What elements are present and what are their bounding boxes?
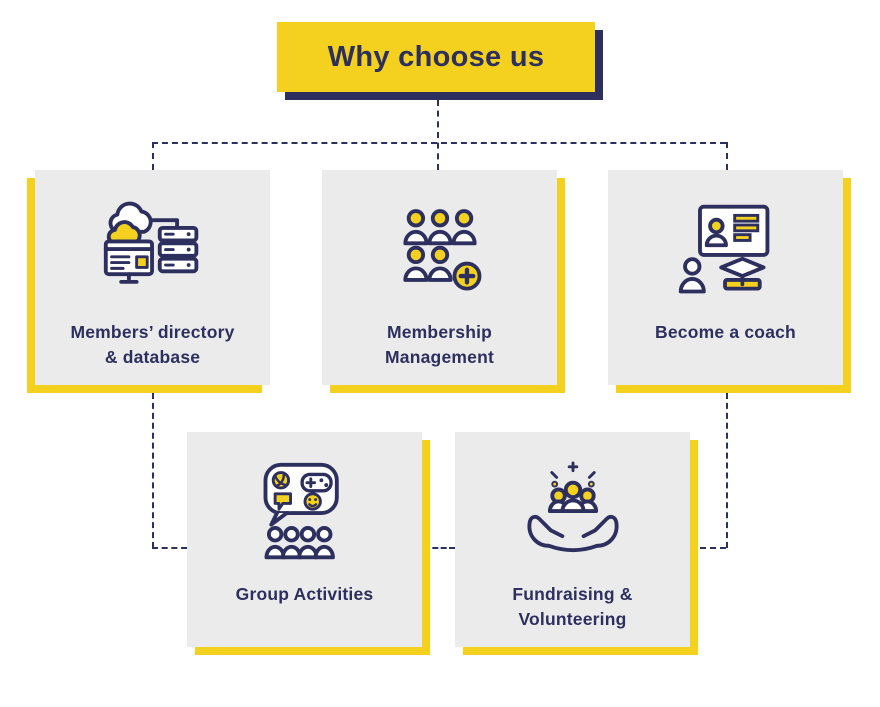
- connector-line: [152, 142, 154, 170]
- card-members-directory: Members’ directory & database: [35, 170, 270, 385]
- card-become-a-coach: Become a coach: [608, 170, 843, 385]
- member-group-add-icon: [387, 194, 493, 310]
- connector-line: [690, 547, 726, 549]
- coach-screen-icon: [673, 194, 779, 310]
- connector-line: [152, 393, 154, 548]
- activities-bubble-icon: [252, 456, 358, 572]
- connector-line: [152, 142, 726, 144]
- card-label: Members’ directory & database: [70, 322, 235, 368]
- card-fundraising-volunteering: Fundraising & Volunteering: [455, 432, 690, 647]
- connector-line: [437, 100, 439, 170]
- hands-holding-people-icon: [520, 456, 626, 572]
- card-label: Fundraising & Volunteering: [512, 584, 633, 630]
- card-label: Group Activities: [235, 584, 374, 604]
- card-membership-management: Membership Management: [322, 170, 557, 385]
- card-label: Become a coach: [655, 322, 796, 342]
- connector-line: [424, 547, 455, 549]
- connector-line: [726, 393, 728, 548]
- page-title: Why choose us: [327, 40, 545, 73]
- connector-line: [726, 142, 728, 170]
- connector-line: [152, 547, 187, 549]
- cloud-database-icon: [100, 194, 206, 310]
- header-banner: Why choose us: [277, 22, 595, 92]
- card-group-activities: Group Activities: [187, 432, 422, 647]
- card-label: Membership Management: [385, 322, 494, 368]
